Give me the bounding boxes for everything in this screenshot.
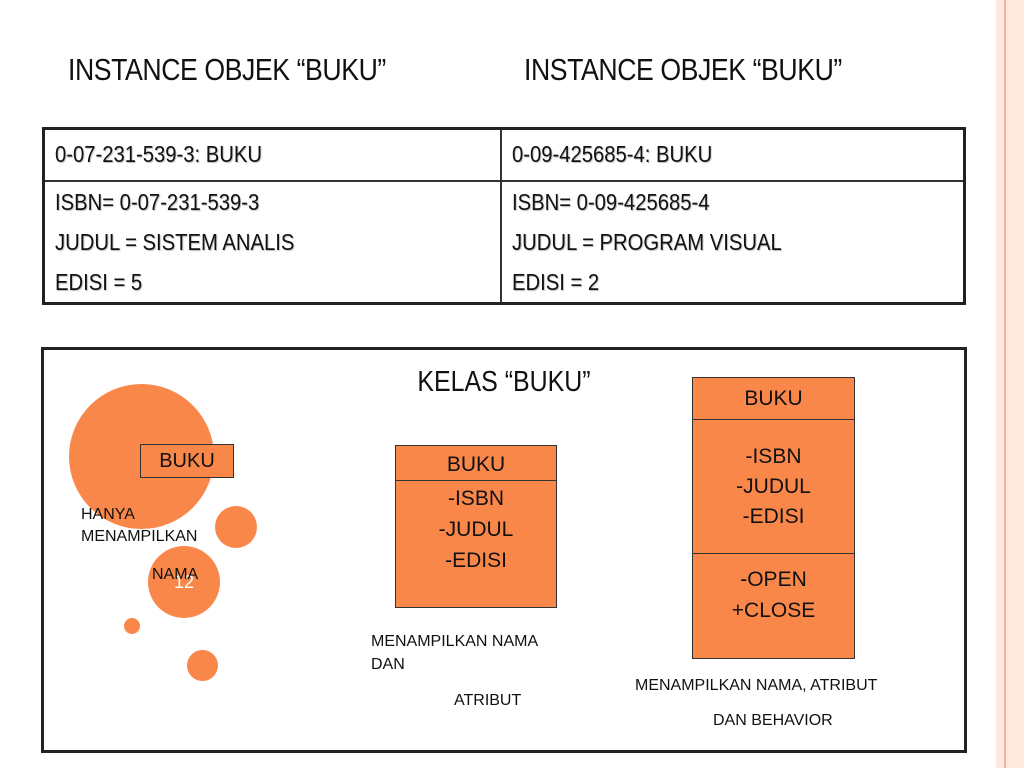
caption-1-line-2: MENAMPILKAN	[81, 528, 198, 545]
instance-1-isbn: ISBN= 0-07-231-539-3	[55, 189, 260, 215]
uml3-method-close: +CLOSE	[731, 599, 816, 622]
uml2-name-section: BUKU	[396, 446, 556, 481]
decorative-circle-number	[148, 546, 220, 618]
uml2-attr-edisi: -EDISI	[445, 549, 507, 572]
instance-header-row: 0-07-231-539-3: BUKU 0-09-425685-4: BUKU	[42, 127, 966, 182]
instance-1-judul: JUDUL = SISTEM ANALIS	[55, 229, 295, 255]
instance-1-header: 0-07-231-539-3: BUKU	[55, 141, 263, 167]
caption-1-line-1: HANYA	[81, 506, 135, 523]
uml3-attr-edisi: -EDISI	[742, 505, 805, 528]
uml2-attr-judul: -JUDUL	[438, 518, 514, 541]
instance-2-isbn: ISBN= 0-09-425685-4	[512, 189, 710, 215]
uml3-attributes-section: -ISBN -JUDUL -EDISI	[693, 420, 854, 554]
decorative-side-stripe	[996, 0, 1024, 768]
decorative-circle-small	[124, 618, 140, 634]
uml-class-full: BUKU -ISBN -JUDUL -EDISI -OPEN +CLOSE	[692, 377, 855, 659]
instance-body-row: ISBN= 0-07-231-539-3 JUDUL = SISTEM ANAL…	[42, 180, 966, 305]
uml2-attributes-section: -ISBN -JUDUL -EDISI	[396, 481, 556, 576]
instance-1-edisi: EDISI = 5	[55, 269, 143, 295]
uml1-name: BUKU	[159, 450, 215, 472]
caption-2-line-1: MENAMPILKAN NAMA	[371, 633, 539, 650]
instance-body-cell-1: ISBN= 0-07-231-539-3 JUDUL = SISTEM ANAL…	[42, 180, 502, 305]
instance-2-header: 0-09-425685-4: BUKU	[512, 141, 713, 167]
title-right: INSTANCE OBJEK “BUKU”	[524, 52, 842, 87]
uml2-name: BUKU	[446, 453, 506, 476]
caption-2-line-2: DAN	[371, 656, 405, 673]
instance-table: 0-07-231-539-3: BUKU 0-09-425685-4: BUKU…	[42, 127, 966, 305]
caption-2-line-3: ATRIBUT	[454, 692, 522, 709]
caption-1-line-3: NAMA	[152, 566, 199, 583]
caption-3-line-1: MENAMPILKAN NAMA, ATRIBUT	[635, 677, 878, 694]
class-title: KELAS “BUKU”	[417, 366, 591, 398]
instance-2-edisi: EDISI = 2	[512, 269, 600, 295]
decorative-circle-bottom	[187, 650, 218, 681]
uml3-attr-judul: -JUDUL	[736, 475, 811, 498]
caption-3-line-2: DAN BEHAVIOR	[713, 712, 833, 729]
uml3-attr-isbn: -ISBN	[745, 445, 802, 468]
decorative-circle-medium	[215, 506, 257, 548]
uml3-method-open: -OPEN	[740, 568, 807, 591]
title-left: INSTANCE OBJEK “BUKU”	[68, 52, 386, 87]
decorative-side-line	[1004, 0, 1006, 768]
slide-number: 12	[174, 572, 195, 592]
uml-class-with-attributes: BUKU -ISBN -JUDUL -EDISI	[395, 445, 557, 608]
class-section: KELAS “BUKU” 12 BUKU HANYA MENAMPILKAN N…	[41, 347, 967, 753]
instance-header-cell-2: 0-09-425685-4: BUKU	[500, 127, 966, 182]
instance-2-judul: JUDUL = PROGRAM VISUAL	[512, 229, 782, 255]
uml3-methods-section: -OPEN +CLOSE	[693, 554, 854, 626]
uml-class-name-only: BUKU	[140, 444, 234, 478]
uml3-name-section: BUKU	[693, 378, 854, 420]
uml3-name: BUKU	[744, 387, 803, 410]
instance-header-cell-1: 0-07-231-539-3: BUKU	[42, 127, 502, 182]
instance-body-cell-2: ISBN= 0-09-425685-4 JUDUL = PROGRAM VISU…	[500, 180, 966, 305]
uml2-attr-isbn: -ISBN	[447, 487, 504, 510]
